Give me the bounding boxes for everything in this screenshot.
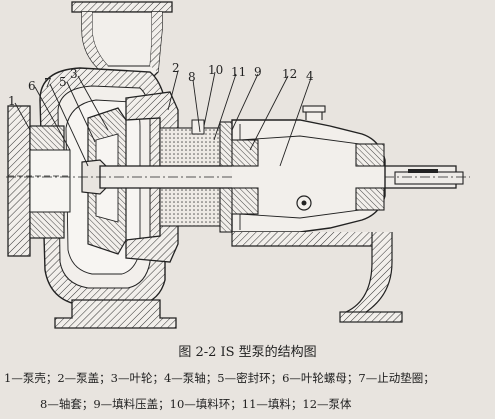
leader-lines [14,70,312,167]
suction-flange [7,105,71,257]
bearing-housing [231,105,386,233]
callout-7-lock-washer: 7 [44,76,52,90]
callout-12-pump-body: 12 [282,67,298,81]
bracket-support-leg [231,232,403,323]
callout-3-impeller: 3 [70,67,78,81]
callout-2-pump-cover: 2 [172,61,180,75]
callout-5-seal-ring: 5 [59,75,67,89]
discharge-nozzle [71,1,173,81]
pump-foot [54,299,177,329]
figure-legend-line2: 8—轴套；9—填料压盖；10—填料环；11—填料；12—泵体 [40,397,352,411]
callout-6-impeller-nut: 6 [28,79,36,93]
callout-11-packing: 11 [231,65,247,79]
callout-10-lantern-ring: 10 [208,63,224,77]
callout-4-pump-shaft: 4 [306,69,314,83]
callout-8-shaft-sleeve: 8 [188,70,196,84]
figure-caption: 图 2-2 IS 型泵的结构图 [178,345,317,360]
callout-1-pump-shell: 1 [8,94,16,108]
shaft-key [408,169,438,173]
figure-legend-line1: 1—泵壳；2—泵盖；3—叶轮；4—泵轴；5—密封环；6—叶轮螺母；7—止动垫圈； [4,371,435,385]
callout-9-gland: 9 [254,65,262,79]
